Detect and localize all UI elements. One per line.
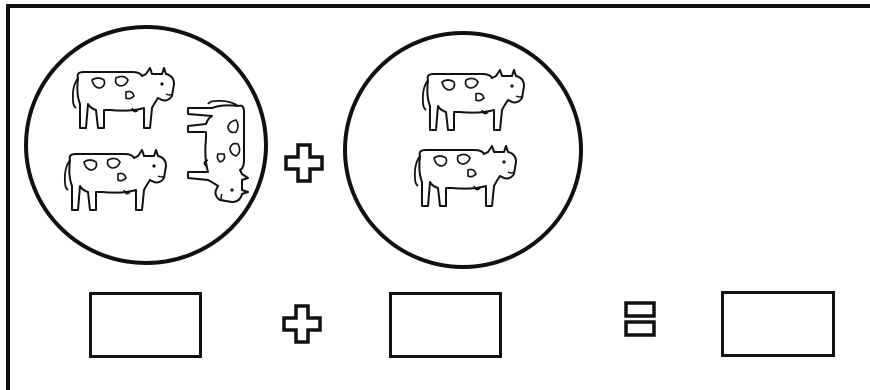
cow-icon xyxy=(71,67,175,129)
cow-icon xyxy=(413,145,517,207)
answer-box-first-addend[interactable] xyxy=(89,292,202,358)
cow-icon xyxy=(421,69,525,131)
answer-box-sum[interactable] xyxy=(721,291,835,357)
plus-sign-icon xyxy=(282,304,322,344)
cow-group-one xyxy=(24,25,268,265)
cow-icon xyxy=(187,99,249,203)
worksheet-border xyxy=(6,4,870,390)
equals-sign-icon xyxy=(624,301,656,337)
group-one-circle xyxy=(24,25,268,265)
cow-group-two xyxy=(343,31,583,269)
answer-box-second-addend[interactable] xyxy=(389,292,502,358)
cow-icon xyxy=(63,149,167,211)
group-two-circle xyxy=(343,31,583,269)
plus-sign-icon xyxy=(284,143,324,183)
